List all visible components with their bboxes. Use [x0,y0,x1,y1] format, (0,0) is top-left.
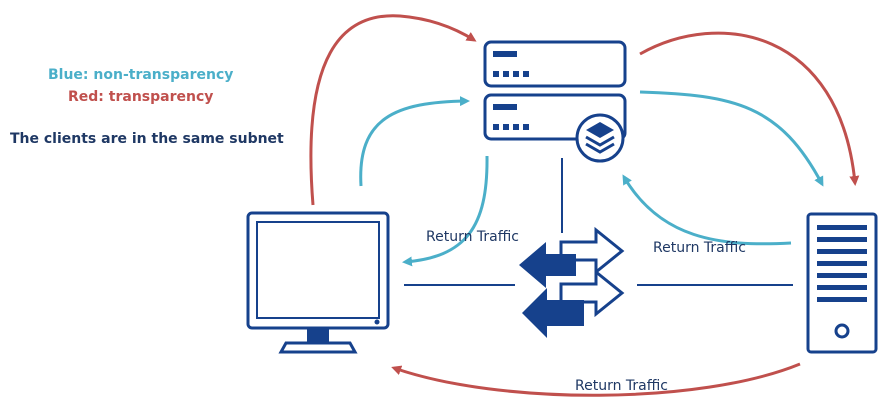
stack-badge-icon [575,113,625,163]
legend-blue-label: Blue: non-transparency [48,67,234,83]
return-traffic-label-bottom: Return Traffic [575,378,668,394]
appliance-with-stack-icon [483,93,627,163]
blue-flow-return-to-client [402,155,489,267]
red-flow-client-to-appliance [309,14,477,206]
tower-server-icon [806,212,878,354]
red-flow-return-to-client [391,362,801,397]
blue-flow-appliance-to-server [639,90,824,187]
blue-flow-client-to-appliance [359,96,470,187]
return-traffic-label-right: Return Traffic [653,240,746,256]
red-flow-appliance-to-server [639,31,860,186]
return-traffic-label-left: Return Traffic [426,229,519,245]
monitor-icon [246,211,390,354]
appliance-icon [483,40,627,88]
subnet-note: The clients are in the same subnet [10,131,284,147]
switch-arrows-icon [519,226,625,338]
legend-red-label: Red: transparency [68,89,214,105]
blue-flow-return-from-server [622,174,792,246]
